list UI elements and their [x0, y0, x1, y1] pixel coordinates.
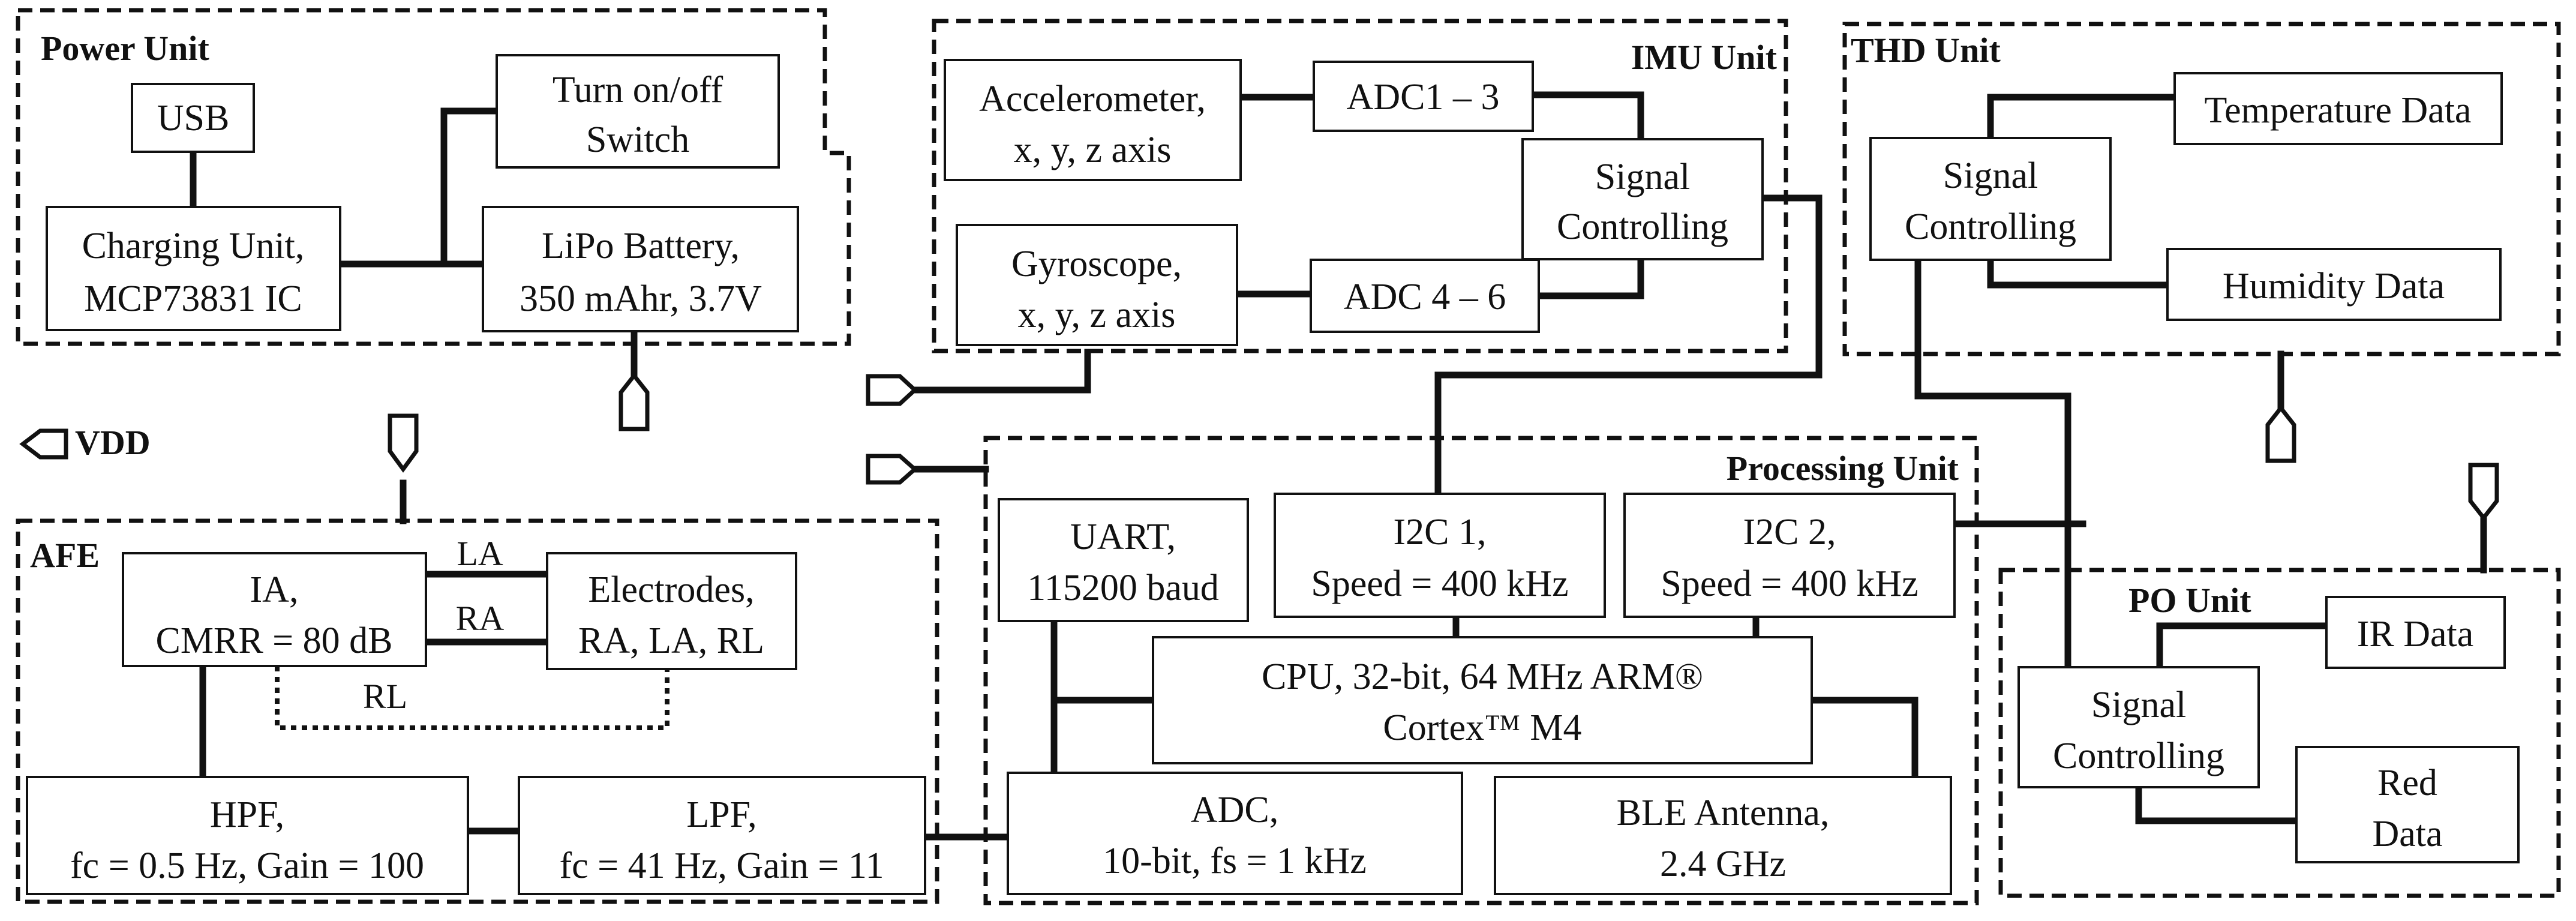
ia-block: IA, CMRR = 80 dB — [122, 552, 427, 667]
power-unit-title: Power Unit — [41, 29, 210, 68]
humidity-label: Humidity Data — [2223, 266, 2445, 307]
lpf-label-line1: LPF, — [686, 794, 756, 835]
adc1-3-block: ADC1 – 3 — [1313, 61, 1534, 132]
humidity-data-block: Humidity Data — [2166, 248, 2502, 321]
ia-label-line2: CMRR = 80 dB — [155, 620, 392, 661]
adc4-6-block: ADC 4 – 6 — [1310, 259, 1540, 333]
red-label-line2: Data — [2372, 814, 2442, 854]
adc-label-line1: ADC, — [1191, 790, 1278, 830]
po-unit-title: PO Unit — [2128, 581, 2251, 620]
gyro-label-line1: Gyroscope, — [1011, 244, 1182, 284]
gyro-label-line2: x, y, z axis — [1018, 295, 1176, 335]
imu-signal-controlling-block: Signal Controlling — [1521, 138, 1764, 260]
la-wire-label: LA — [457, 534, 503, 573]
cpu-block: CPU, 32-bit, 64 MHz ARM® Cortex™ M4 — [1152, 636, 1813, 764]
charging-label-line1: Charging Unit, — [82, 226, 305, 266]
accel-label-line2: x, y, z axis — [1014, 130, 1172, 170]
thd-signal-label-line2: Controlling — [1905, 206, 2076, 247]
afe-unit-title: AFE — [30, 536, 100, 575]
thd-unit-title: THD Unit — [1851, 31, 2001, 70]
usb-block: USB — [131, 83, 255, 153]
imu-unit-title: IMU Unit — [1631, 38, 1778, 77]
switch-label-line1: Turn on/off — [553, 70, 723, 110]
po-input-pin-icon — [2468, 463, 2499, 521]
ra-wire-label: RA — [456, 599, 505, 638]
charging-label-line2: MCP73831 IC — [84, 278, 302, 319]
imu-input-pin-icon — [866, 374, 918, 406]
cpu-label-line1: CPU, 32-bit, 64 MHz ARM® — [1262, 656, 1703, 697]
wires — [190, 91, 2487, 841]
temperature-label: Temperature Data — [2205, 90, 2472, 131]
processing-input-pin-icon — [866, 454, 918, 485]
battery-output-pin-icon — [619, 372, 650, 431]
uart-block: UART, 115200 baud — [998, 498, 1249, 622]
lpf-label-line2: fc = 41 Hz, Gain = 11 — [559, 845, 884, 886]
lpf-block: LPF, fc = 41 Hz, Gain = 11 — [518, 776, 926, 895]
battery-label-line2: 350 mAhr, 3.7V — [520, 278, 762, 319]
thd-signal-controlling-block: Signal Controlling — [1869, 137, 2112, 261]
lipo-battery-block: LiPo Battery, 350 mAhr, 3.7V — [482, 206, 799, 332]
hpf-label-line2: fc = 0.5 Hz, Gain = 100 — [70, 845, 424, 886]
electrodes-label-line1: Electrodes, — [588, 569, 754, 610]
rl-wire-label: RL — [363, 677, 407, 716]
red-data-block: Red Data — [2295, 746, 2520, 863]
gyroscope-block: Gyroscope, x, y, z axis — [956, 224, 1238, 346]
uart-label-line2: 115200 baud — [1027, 568, 1219, 608]
imu-signal-label-line2: Controlling — [1557, 206, 1728, 247]
vdd-pin-icon — [19, 428, 68, 460]
ir-label: IR Data — [2357, 614, 2474, 655]
ble-label-line2: 2.4 GHz — [1660, 844, 1786, 884]
accel-label-line1: Accelerometer, — [979, 79, 1206, 119]
connector-pins — [19, 372, 2499, 521]
i2c1-block: I2C 1, Speed = 400 kHz — [1274, 493, 1606, 618]
po-signal-label-line2: Controlling — [2053, 736, 2224, 776]
po-unit-border — [1998, 568, 2561, 898]
imu-signal-label-line1: Signal — [1595, 157, 1690, 197]
afe-unit-border — [16, 518, 939, 904]
charging-unit-block: Charging Unit, MCP73831 IC — [46, 206, 341, 331]
processing-unit-border — [983, 436, 1979, 905]
i2c1-label-line1: I2C 1, — [1394, 512, 1487, 553]
thd-unit-border — [1842, 22, 2561, 356]
ble-antenna-block: BLE Antenna, 2.4 GHz — [1494, 776, 1952, 895]
hpf-label-line1: HPF, — [210, 794, 284, 835]
uart-label-line1: UART, — [1070, 517, 1176, 557]
adc1-3-label: ADC1 – 3 — [1347, 77, 1500, 118]
i2c2-label-line1: I2C 2, — [1743, 512, 1836, 553]
po-signal-label-line1: Signal — [2091, 685, 2186, 725]
temperature-data-block: Temperature Data — [2173, 72, 2503, 145]
hpf-block: HPF, fc = 0.5 Hz, Gain = 100 — [26, 776, 469, 895]
afe-input-pin-icon — [388, 413, 419, 473]
electrodes-block: Electrodes, RA, LA, RL — [546, 552, 797, 670]
i2c2-label-line2: Speed = 400 kHz — [1661, 563, 1918, 604]
i2c2-block: I2C 2, Speed = 400 kHz — [1623, 493, 1956, 618]
cpu-label-line2: Cortex™ M4 — [1383, 707, 1581, 748]
switch-label-line2: Switch — [586, 119, 689, 160]
po-signal-controlling-block: Signal Controlling — [2017, 666, 2260, 788]
processing-unit-title: Processing Unit — [1727, 449, 1959, 488]
usb-label: USB — [157, 98, 230, 139]
red-label-line1: Red — [2377, 763, 2437, 803]
ble-label-line1: BLE Antenna, — [1617, 793, 1830, 833]
imu-unit-border — [932, 19, 1788, 353]
accelerometer-block: Accelerometer, x, y, z axis — [944, 59, 1242, 181]
adc-block: ADC, 10-bit, fs = 1 kHz — [1007, 772, 1463, 895]
electrodes-label-line2: RA, LA, RL — [578, 620, 764, 661]
adc4-6-label: ADC 4 – 6 — [1344, 277, 1506, 317]
adc-label-line2: 10-bit, fs = 1 kHz — [1103, 841, 1367, 881]
ir-data-block: IR Data — [2325, 596, 2506, 669]
battery-label-line1: LiPo Battery, — [542, 226, 740, 266]
i2c1-label-line2: Speed = 400 kHz — [1311, 563, 1568, 604]
thd-output-pin-icon — [2265, 404, 2296, 463]
switch-block: Turn on/off Switch — [496, 54, 780, 169]
power-unit-border — [16, 8, 851, 346]
thd-signal-label-line1: Signal — [1943, 155, 2038, 196]
ia-label-line1: IA, — [250, 569, 299, 610]
vdd-label: VDD — [75, 423, 151, 462]
